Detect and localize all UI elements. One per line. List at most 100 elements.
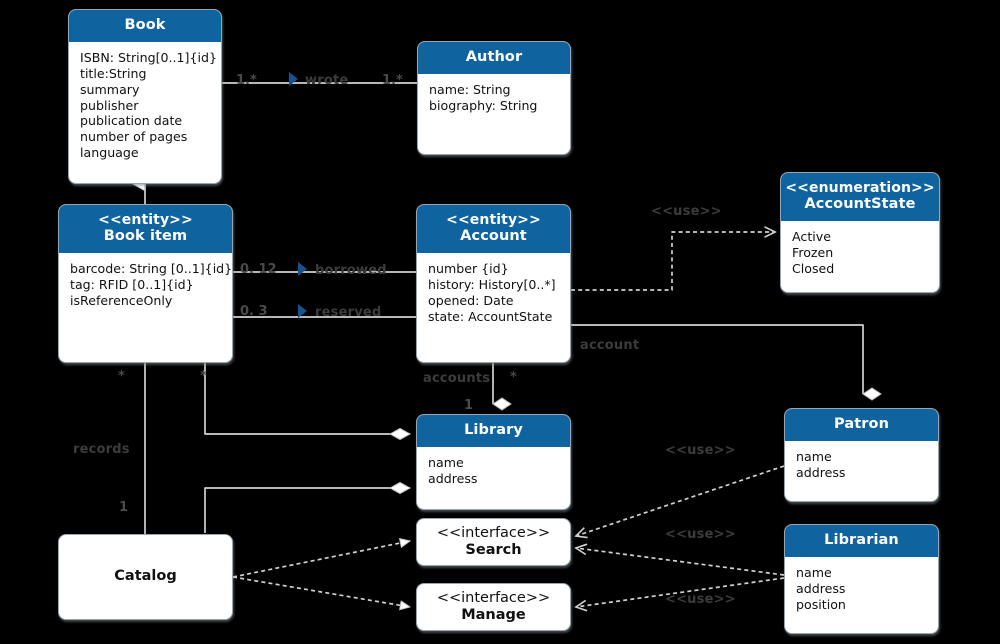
class-book[interactable]: Book ISBN: String[0..1]{id} title:String… [68, 9, 222, 184]
class-book-item-attributes: barcode: String [0..1]{id} tag: RFID [0.… [59, 253, 232, 315]
attribute: publication date [80, 113, 183, 129]
attribute: address [796, 464, 846, 480]
edge-account-patron [571, 324, 882, 401]
edge-label-use-librarian-search: <<use>> [665, 527, 736, 542]
enum-literal: Closed [792, 261, 835, 277]
edge-label-accounts: accounts [423, 371, 491, 386]
interface-search-name: Search [465, 542, 522, 558]
class-patron-attributes: name address [785, 441, 938, 487]
class-catalog-name: Catalog [114, 568, 177, 585]
class-patron-name: Patron [834, 416, 889, 432]
enumeration-stereotype: <<enumeration>> [785, 180, 935, 196]
class-book-item-name: Book item [103, 228, 188, 245]
attribute: name [796, 448, 832, 464]
direction-marker-reserved [298, 304, 307, 318]
interface-manage-name: Manage [461, 607, 526, 623]
edge-label-use-patron-search: <<use>> [665, 443, 736, 458]
direction-marker-wrote [289, 72, 298, 86]
edge-catalog-manage [232, 576, 410, 607]
class-catalog[interactable]: Catalog [58, 534, 233, 620]
class-account-name: Account [460, 228, 527, 245]
enumeration-literals: Active Frozen Closed [781, 221, 939, 283]
edge-patron-search-use [576, 465, 785, 536]
edge-label-wrote: wrote [305, 73, 349, 88]
multiplicity-bookitem-catalog: * [118, 369, 125, 384]
interface-manage-stereotype: <<interface>> [436, 589, 551, 606]
edge-librarian-search-use [576, 548, 785, 576]
attribute: name [428, 454, 464, 470]
attribute: summary [80, 81, 140, 97]
class-author-name: Author [465, 49, 523, 65]
class-librarian-name: Librarian [824, 532, 899, 548]
class-author[interactable]: Author name: String biography: String [417, 41, 571, 155]
direction-marker-borrowed [298, 262, 307, 276]
interface-manage[interactable]: <<interface>> Manage [416, 583, 571, 631]
attribute: number of pages [80, 129, 188, 145]
multiplicity-bookitem-library: * [200, 369, 207, 384]
multiplicity-author-wrote: 1.* [382, 73, 403, 88]
attribute: publisher [80, 97, 139, 113]
multiplicity-catalog-one: 1 [119, 500, 129, 515]
attribute: number {id} [428, 261, 509, 277]
attribute: address [428, 470, 478, 486]
edge-bookitem-library [204, 363, 410, 434]
multiplicity-book-wrote: 1.* [236, 73, 257, 88]
class-library-header: Library [417, 415, 570, 447]
edge-account-accountstate-use [571, 232, 775, 291]
attribute: name [796, 564, 832, 580]
class-author-attributes: name: String biography: String [418, 74, 570, 120]
attribute: title:String [80, 65, 147, 81]
attribute: tag: RFID [0..1]{id} [70, 277, 194, 293]
class-librarian-header: Librarian [785, 525, 938, 557]
attribute: address [796, 580, 846, 596]
attribute: name: String [429, 81, 511, 97]
attribute: barcode: String [0..1]{id} [70, 261, 233, 277]
enumeration-account-state-header: <<enumeration>> AccountState [781, 173, 939, 222]
attribute: biography: String [429, 97, 538, 113]
class-account-header: <<entity>> Account [417, 205, 570, 254]
class-librarian[interactable]: Librarian name address position [784, 524, 939, 634]
class-patron[interactable]: Patron name address [784, 408, 939, 502]
class-librarian-attributes: name address position [785, 557, 938, 619]
edge-label-use-librarian-manage: <<use>> [665, 592, 736, 607]
enum-literal: Frozen [792, 245, 834, 261]
edge-catalog-search [232, 541, 410, 578]
attribute: isReferenceOnly [70, 293, 173, 309]
class-book-attributes: ISBN: String[0..1]{id} title:String summ… [69, 42, 221, 167]
interface-manage-text: <<interface>> Manage [437, 590, 550, 625]
interface-search-text: <<interface>> Search [437, 525, 550, 560]
class-library-name: Library [464, 422, 523, 438]
class-account[interactable]: <<entity>> Account number {id} history: … [416, 204, 571, 363]
attribute: state: AccountState [428, 308, 553, 324]
attribute: language [80, 145, 139, 161]
edge-label-borrowed: borrowed [315, 263, 387, 278]
class-book-item[interactable]: <<entity>> Book item barcode: String [0.… [58, 204, 233, 363]
enumeration-account-state-name: AccountState [804, 196, 916, 213]
enumeration-account-state[interactable]: <<enumeration>> AccountState Active Froz… [780, 172, 940, 293]
class-patron-header: Patron [785, 409, 938, 441]
multiplicity-library-one: 1 [464, 398, 474, 413]
interface-search-stereotype: <<interface>> [436, 524, 551, 541]
interface-search[interactable]: <<interface>> Search [416, 518, 571, 566]
attribute: history: History[0..*] [428, 277, 556, 293]
multiplicity-accounts-star: * [510, 370, 517, 385]
class-book-header: Book [69, 10, 221, 42]
class-book-name: Book [124, 17, 166, 33]
class-library-attributes: name address [417, 447, 570, 493]
edge-label-use-accountstate: <<use>> [651, 204, 722, 219]
edge-label-records: records [73, 442, 130, 457]
multiplicity-reserved: 0. 3 [240, 304, 268, 319]
attribute: position [796, 596, 846, 612]
attribute: ISBN: String[0..1]{id} [80, 49, 217, 65]
class-book-item-stereotype: <<entity>> [98, 212, 193, 228]
class-library[interactable]: Library name address [416, 414, 571, 510]
attribute: opened: Date [428, 293, 514, 309]
multiplicity-borrowed: 0. 12 [240, 262, 277, 277]
class-author-header: Author [418, 42, 570, 74]
edge-label-reserved: reserved [315, 305, 382, 320]
edge-label-account: account [580, 338, 640, 353]
edge-catalog-library [204, 488, 410, 533]
enum-literal: Active [792, 229, 831, 245]
class-book-item-header: <<entity>> Book item [59, 205, 232, 254]
